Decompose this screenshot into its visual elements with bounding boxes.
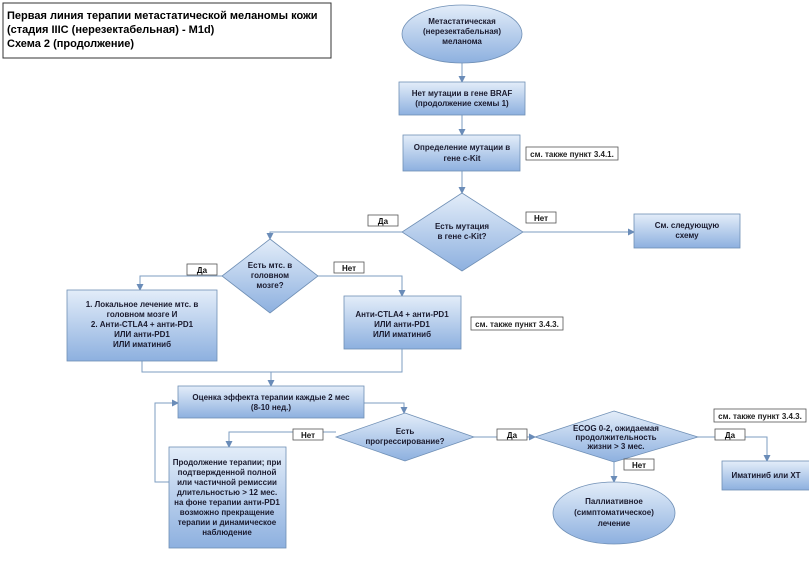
svg-text:ИЛИ иматиниб: ИЛИ иматиниб [373, 330, 431, 339]
node-ckit-test: Определение мутации в гене c-Kit [402, 134, 521, 172]
node-ecog: ECOG 0-2, ожидаемая продолжительность жи… [533, 410, 700, 463]
svg-text:лечение: лечение [598, 519, 631, 528]
svg-text:(нерезектабельная): (нерезектабельная) [423, 27, 501, 36]
svg-text:Да: Да [197, 266, 208, 275]
svg-text:в гене c-Kit?: в гене c-Kit? [437, 232, 486, 241]
note-3-4-3-a: см. также пункт 3.4.3. [470, 316, 564, 331]
svg-text:жизни > 3 мес.: жизни > 3 мес. [586, 442, 644, 451]
svg-text:(продолжение схемы 1): (продолжение схемы 1) [415, 99, 509, 108]
svg-text:ИЛИ иматиниб: ИЛИ иматиниб [113, 340, 171, 349]
svg-text:ИЛИ анти-PD1: ИЛИ анти-PD1 [374, 320, 430, 329]
svg-text:Оценка эффекта терапии каждые: Оценка эффекта терапии каждые 2 мес [192, 393, 350, 402]
svg-text:см. также пункт 3.4.3.: см. также пункт 3.4.3. [475, 320, 559, 329]
svg-text:гене c-Kit: гене c-Kit [443, 154, 480, 163]
svg-text:ИЛИ анти-PD1: ИЛИ анти-PD1 [114, 330, 170, 339]
svg-text:Метастатическая: Метастатическая [428, 17, 496, 26]
svg-text:Продолжение терапии; при: Продолжение терапии; при [173, 458, 282, 467]
svg-text:головном мозге И: головном мозге И [107, 310, 178, 319]
node-next-scheme: См. следующую схему [633, 213, 741, 249]
svg-text:Есть мтс. в: Есть мтс. в [248, 261, 292, 270]
node-palliative: Паллиативное (симптоматическое) лечение [552, 481, 676, 545]
svg-text:наблюдение: наблюдение [202, 528, 252, 537]
svg-text:(8-10 нед.): (8-10 нед.) [251, 403, 291, 412]
svg-text:мозге?: мозге? [256, 281, 283, 290]
node-assess: Оценка эффекта терапии каждые 2 мес (8-1… [177, 385, 365, 419]
diagram-title: Первая линия терапии метастатической мел… [2, 2, 332, 59]
node-systemic-tx: Анти-CTLA4 + анти-PD1 ИЛИ анти-PD1 ИЛИ и… [343, 295, 462, 350]
svg-text:меланома: меланома [442, 37, 482, 46]
svg-text:на фоне терапии анти-PD1: на фоне терапии анти-PD1 [174, 498, 280, 507]
edge-label-no-brain: Нет [333, 261, 365, 274]
node-progression: Есть прогрессирование? [334, 412, 476, 462]
svg-text:1. Локальное лечение мтс. в: 1. Локальное лечение мтс. в [86, 300, 199, 309]
node-no-braf: Нет мутации в гене BRAF (продолжение схе… [398, 81, 526, 116]
note-3-4-3-b: см. также пункт 3.4.3. [713, 408, 807, 423]
svg-text:длительностью > 12 мес.: длительностью > 12 мес. [177, 488, 277, 497]
svg-text:См. следующую: См. следующую [655, 221, 720, 230]
svg-text:Нет: Нет [534, 214, 548, 223]
note-3-4-1: см. также пункт 3.4.1. [525, 146, 619, 161]
svg-text:Определение мутации в: Определение мутации в [414, 143, 510, 152]
svg-text:Анти-CTLA4 + анти-PD1: Анти-CTLA4 + анти-PD1 [355, 310, 449, 319]
svg-text:Нет: Нет [301, 431, 315, 440]
edge-label-yes-brain: Да [186, 263, 218, 276]
title-line-3: Схема 2 (продолжение) [7, 38, 134, 50]
node-start: Метастатическая (нерезектабельная) мелан… [401, 4, 523, 64]
edge-label-yes-ckit: Да [367, 214, 399, 227]
svg-text:Паллиативное: Паллиативное [585, 497, 643, 506]
node-brain-mets: Есть мтс. в головном мозге? [221, 238, 319, 314]
edge-label-yes-ecog: Да [714, 428, 746, 441]
svg-text:схему: схему [675, 231, 699, 240]
svg-text:прогрессирование?: прогрессирование? [365, 437, 444, 446]
node-continue-tx: Продолжение терапии; при подтвержденной … [168, 446, 287, 549]
svg-text:возможно прекращение: возможно прекращение [180, 508, 275, 517]
svg-text:2. Анти-CTLA4 + анти-PD1: 2. Анти-CTLA4 + анти-PD1 [91, 320, 194, 329]
svg-text:подтвержденной полной: подтвержденной полной [178, 468, 277, 477]
svg-text:Да: Да [378, 217, 389, 226]
svg-text:Нет мутации в гене BRAF: Нет мутации в гене BRAF [412, 89, 513, 98]
title-line-1: Первая линия терапии метастатической мел… [7, 10, 318, 22]
node-imatinib-ct: Иматиниб или ХТ [721, 460, 809, 491]
edge-label-no-ecog: Нет [623, 458, 655, 471]
svg-text:Да: Да [725, 431, 736, 440]
svg-text:Да: Да [507, 431, 518, 440]
svg-text:Есть: Есть [396, 427, 415, 436]
svg-text:продолжительность: продолжительность [575, 433, 656, 442]
svg-text:терапии и динамическое: терапии и динамическое [178, 518, 277, 527]
edge-label-no-ckit: Нет [525, 211, 557, 224]
svg-text:Есть мутация: Есть мутация [435, 222, 489, 231]
svg-text:Иматиниб или ХТ: Иматиниб или ХТ [731, 471, 800, 480]
edge-label-yes-progression: Да [496, 428, 528, 441]
svg-text:см. также пункт 3.4.1.: см. также пункт 3.4.1. [530, 150, 614, 159]
node-local-tx: 1. Локальное лечение мтс. в головном моз… [66, 289, 218, 362]
edge-label-no-progression: Нет [292, 428, 324, 441]
node-has-ckit: Есть мутация в гене c-Kit? [401, 192, 524, 272]
svg-text:Нет: Нет [342, 264, 356, 273]
svg-text:см. также пункт 3.4.3.: см. также пункт 3.4.3. [718, 412, 802, 421]
svg-text:ECOG 0-2, ожидаемая: ECOG 0-2, ожидаемая [573, 424, 659, 433]
svg-text:Нет: Нет [632, 461, 646, 470]
svg-text:головном: головном [251, 271, 289, 280]
svg-text:или частичной ремиссии: или частичной ремиссии [177, 478, 277, 487]
title-line-2: (стадия IIIC (нерезектабельная) - M1d) [7, 24, 215, 36]
svg-text:(симптоматическое): (симптоматическое) [574, 508, 654, 517]
